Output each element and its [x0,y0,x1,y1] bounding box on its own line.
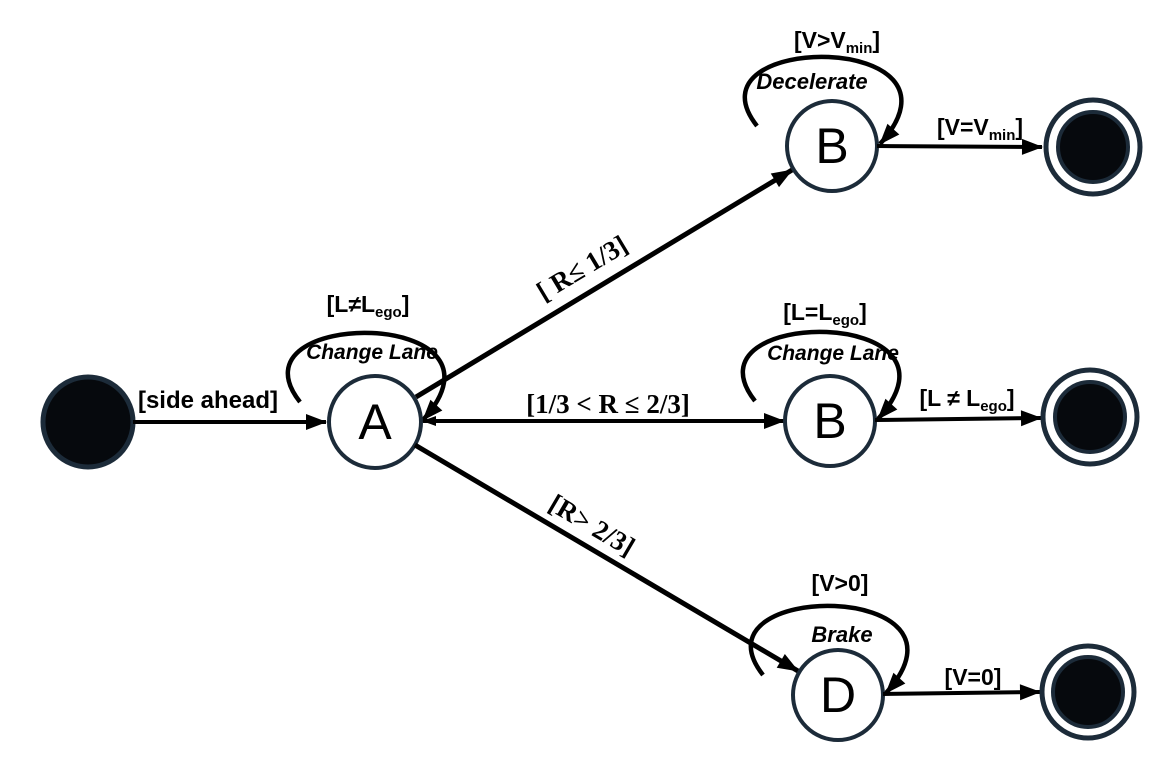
initial-state [40,374,136,470]
state-b2-loop-guard-pre: [L=L [783,299,832,325]
state-a-loop-action: Change Lane [306,341,438,364]
state-b2-loop-guard: [L=Lego] [783,299,867,329]
state-a: A [L≠Lego] Change Lane [285,291,447,470]
state-b1-loop-guard-sub: min [846,40,873,57]
state-b1: B [V>Vmin] Decelerate [742,27,904,193]
transition-b2-to-final-label: [L ≠ Lego] [919,385,1014,415]
state-a-name: A [358,394,392,450]
transition-b1-to-final-label: [V=Vmin] [937,114,1023,144]
transition-b2-to-final-arrow [874,410,1042,427]
state-d-loop-guard: [V>0] [812,570,869,596]
transition-b1-to-final-label-sub: min [989,127,1016,144]
state-b1-loop-guard-post: ] [872,27,880,53]
state-d-name: D [820,667,856,723]
transition-a-to-b2-label: [1/3 < R ≤ 2/3] [526,389,690,419]
state-a-loop-guard-sub: ego [375,304,402,321]
final-state-bottom-inner-circle [1051,655,1125,729]
state-a-circle [327,374,423,470]
state-b1-self-loop [742,54,904,146]
state-b2-name: B [813,393,846,449]
state-a-loop-guard: [L≠Lego] [327,291,410,321]
state-d-self-loop [748,603,910,695]
final-state-top-inner-circle [1056,110,1130,184]
transition-b1-to-final-label-pre: [V=V [937,114,989,140]
final-state-bottom [1039,643,1137,741]
transition-b2-to-final-label-post: ] [1007,385,1015,411]
state-a-loop-guard-post: ] [402,291,410,317]
transition-b1-to-final-label-post: ] [1015,114,1023,140]
state-b1-loop-action: Decelerate [756,69,867,94]
state-d-circle [791,648,885,742]
state-b2-loop-action: Change Lane [767,342,899,365]
state-d-loop-action: Brake [811,622,872,647]
final-state-middle-inner-circle [1053,380,1127,454]
transition-b1-to-final-arrow [876,138,1043,155]
final-state-middle [1040,367,1140,467]
state-b2-self-loop [740,329,902,421]
transition-d-to-final-arrow [882,684,1041,701]
state-a-loop-guard-pre: [L≠L [327,291,375,317]
initial-state-circle [40,374,136,470]
transition-a-to-b1-arrow [414,167,794,400]
transition-b2-to-final-label-pre: [L ≠ L [919,385,980,411]
transition-b2-to-final-label-sub: ego [980,398,1007,415]
state-b1-loop-guard-pre: [V>V [794,27,846,53]
state-d: D [V>0] Brake [748,570,910,742]
transition-d-to-final-label: [V=0] [945,664,1002,690]
state-b1-loop-guard: [V>Vmin] [794,27,880,57]
transition-a-to-d-arrow [413,442,800,674]
state-b2: B [L=Lego] Change Lane [740,299,902,468]
state-b2-loop-guard-sub: ego [832,312,859,329]
state-b2-loop-guard-post: ] [859,299,867,325]
final-state-top [1043,97,1143,197]
transition-start-to-a-label: [side ahead] [138,387,278,414]
state-b2-circle [783,374,877,468]
state-b1-name: B [815,118,848,174]
